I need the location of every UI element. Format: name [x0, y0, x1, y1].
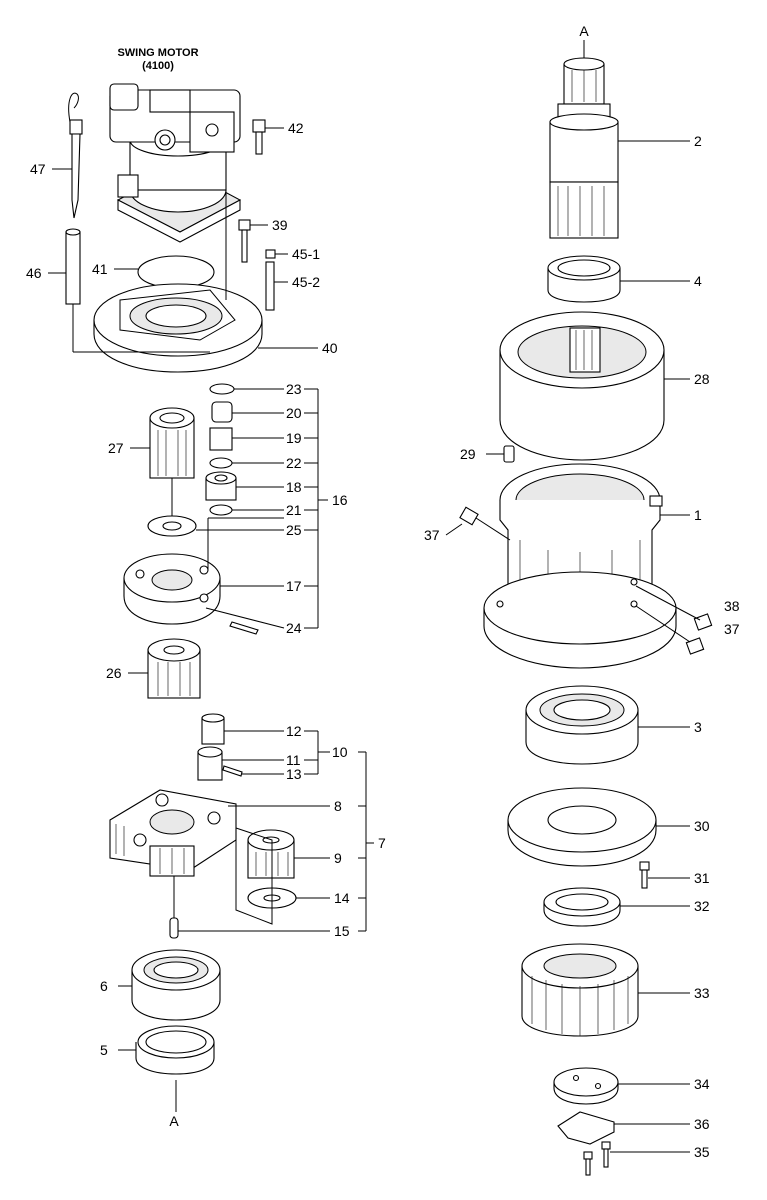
part-17-carrier — [123, 553, 221, 625]
label-47: 47 — [30, 161, 46, 177]
label-2: 2 — [694, 133, 702, 149]
label-21: 21 — [286, 502, 302, 518]
part-19-bushing — [209, 427, 233, 451]
part-22-washer — [209, 457, 233, 469]
label-39: 39 — [272, 217, 288, 233]
swing-motor-title-code: (4100) — [142, 60, 174, 72]
part-30-plate — [507, 787, 657, 867]
part-15-pin — [169, 917, 179, 939]
label-38: 38 — [724, 598, 740, 614]
part-28-ring-gear — [499, 311, 665, 461]
label-35: 35 — [694, 1144, 710, 1160]
label-20: 20 — [286, 405, 302, 421]
part-31-bolt — [639, 861, 650, 889]
part-33-pinion-gear — [521, 943, 639, 1037]
label-1: 1 — [694, 507, 702, 523]
part-24-pin — [229, 621, 259, 635]
part-13-spring-pin — [222, 765, 243, 777]
label-37-lower: 37 — [724, 621, 740, 637]
label-10: 10 — [332, 744, 348, 760]
label-25: 25 — [286, 522, 302, 538]
label-8: 8 — [334, 798, 342, 814]
part-29-pin — [503, 445, 515, 463]
label-41: 41 — [92, 261, 108, 277]
label-14: 14 — [334, 890, 350, 906]
part-5-ring — [135, 1025, 215, 1075]
label-19: 19 — [286, 430, 302, 446]
label-11: 11 — [286, 752, 301, 768]
label-a-top: A — [579, 23, 589, 39]
label-6: 6 — [100, 978, 108, 994]
part-32-seal — [543, 887, 621, 927]
part-18-planet-gear — [205, 471, 237, 501]
label-33: 33 — [694, 985, 710, 1001]
label-45-2: 45-2 — [292, 274, 320, 290]
part-36-lock-plate — [557, 1111, 615, 1145]
bracket-16 — [220, 388, 328, 629]
part-3-bearing — [525, 685, 639, 765]
label-26: 26 — [106, 665, 122, 681]
label-46: 46 — [26, 265, 42, 281]
label-31: 31 — [694, 870, 710, 886]
label-16: 16 — [332, 492, 348, 508]
label-4: 4 — [694, 273, 702, 289]
part-6-bearing — [131, 949, 221, 1021]
part-42-bolt — [252, 119, 284, 155]
swing-motor-title: SWING MOTOR — [117, 47, 198, 59]
label-24: 24 — [286, 620, 302, 636]
label-45-1: 45-1 — [292, 246, 320, 262]
part-11-bushing — [197, 746, 223, 781]
label-22: 22 — [286, 455, 302, 471]
part-37-bolt-upper — [459, 506, 479, 526]
part-35-bolts — [583, 1141, 611, 1176]
label-34: 34 — [694, 1076, 710, 1092]
swing-motor-body — [109, 83, 242, 243]
part-27-sun-gear — [149, 407, 195, 479]
part-20-needle-bearing — [211, 401, 233, 423]
label-15: 15 — [334, 923, 350, 939]
label-5: 5 — [100, 1042, 108, 1058]
label-3: 3 — [694, 719, 702, 735]
label-12: 12 — [286, 723, 302, 739]
label-27: 27 — [108, 440, 124, 456]
part-45-1-plug — [265, 249, 288, 259]
label-13: 13 — [286, 766, 302, 782]
label-28: 28 — [694, 371, 710, 387]
part-47-dipstick — [68, 92, 83, 219]
part-46-pipe — [65, 228, 81, 305]
label-7: 7 — [378, 835, 386, 851]
part-38-plug — [693, 613, 713, 631]
part-9-planet-gear — [247, 829, 295, 879]
label-32: 32 — [694, 898, 710, 914]
part-41-o-ring — [137, 255, 215, 289]
part-45-2-pin — [265, 261, 288, 311]
label-29: 29 — [460, 446, 476, 462]
part-1-housing — [483, 463, 677, 669]
part-4-collar — [547, 255, 621, 303]
label-37-upper: 37 — [424, 527, 440, 543]
label-18: 18 — [286, 479, 302, 495]
part-21-washer — [209, 504, 233, 516]
label-23: 23 — [286, 381, 302, 397]
part-37-bolt-lower — [685, 637, 705, 655]
label-40: 40 — [322, 340, 338, 356]
label-36: 36 — [694, 1116, 710, 1132]
part-34-cover — [553, 1067, 619, 1105]
part-8-carrier — [109, 789, 237, 877]
part-23-ring — [209, 383, 235, 395]
label-9: 9 — [334, 850, 342, 866]
part-40-flange — [93, 283, 263, 373]
label-30: 30 — [694, 818, 710, 834]
bracket-10-7 — [222, 730, 374, 932]
part-26-sun-gear — [147, 638, 201, 699]
part-39-bolt — [238, 219, 268, 263]
part-2-pinion-shaft — [549, 57, 619, 239]
label-42: 42 — [288, 120, 304, 136]
label-17: 17 — [286, 578, 302, 594]
label-a-bottom: A — [169, 1113, 179, 1129]
